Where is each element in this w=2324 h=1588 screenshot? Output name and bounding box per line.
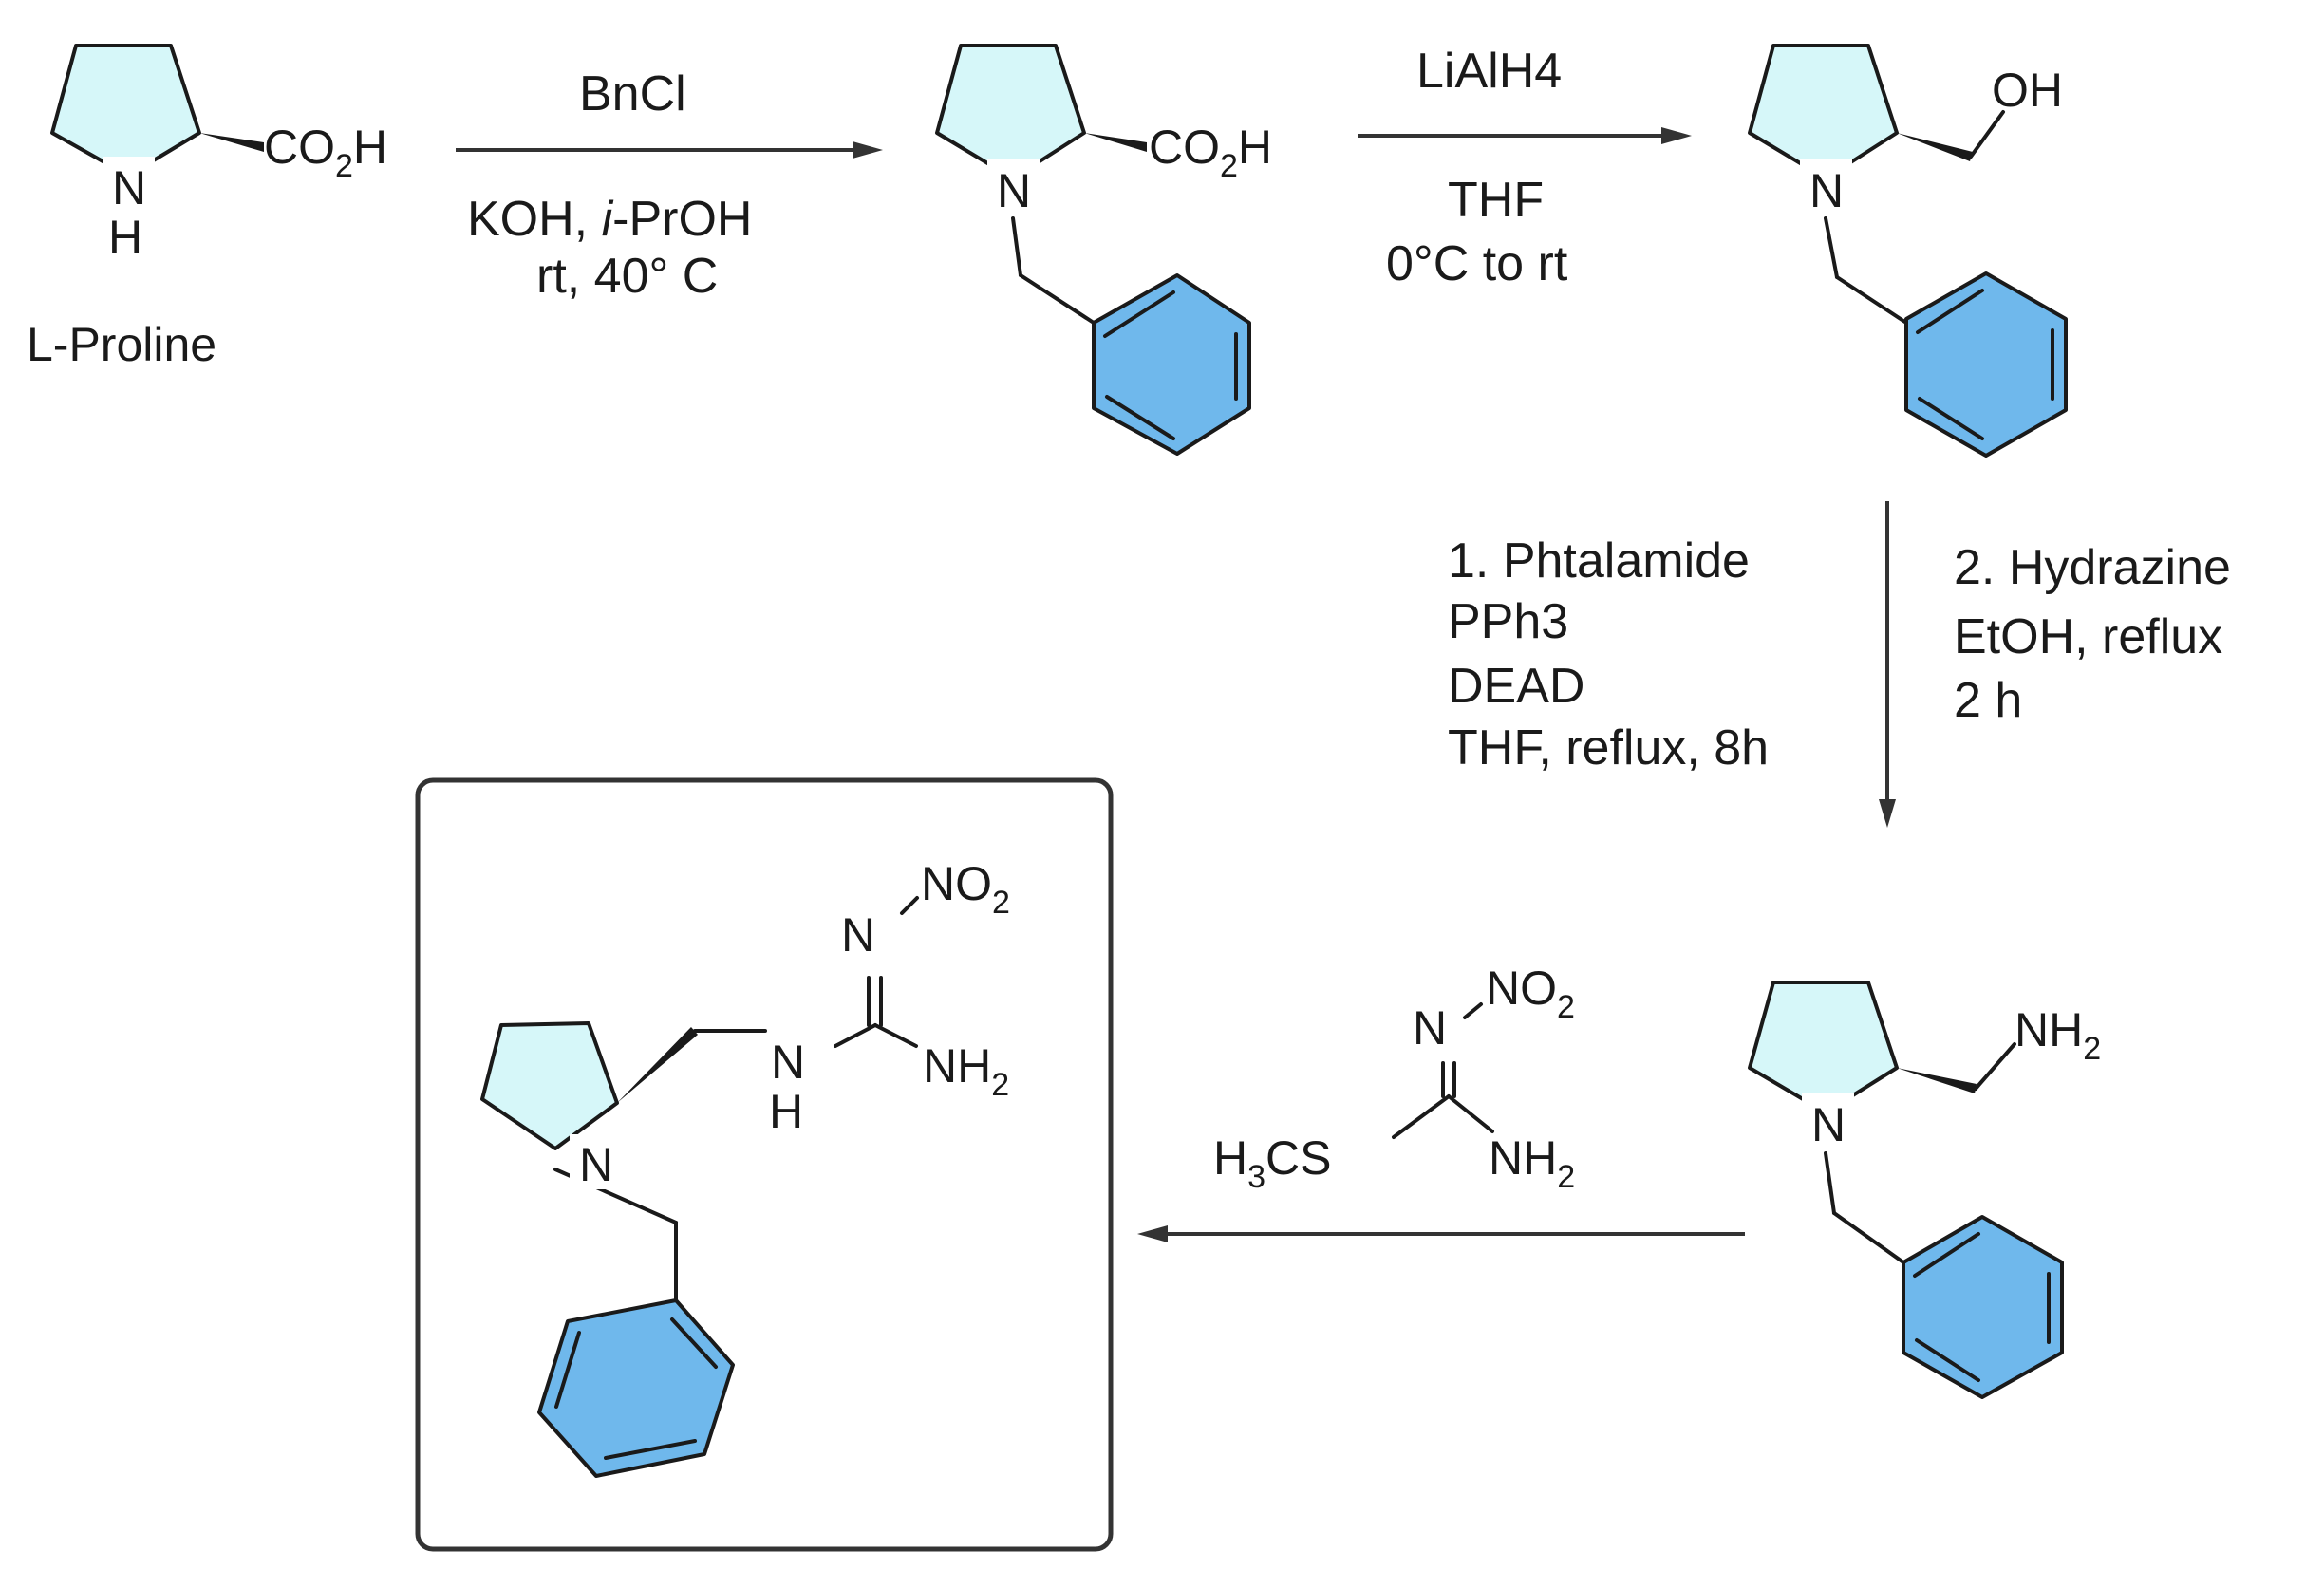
stereo-wedge	[1084, 133, 1147, 152]
step3-condition-1: 1. Phtalamide	[1448, 533, 1750, 588]
step2-reaction-arrow: LiAlH4 THF 0°C to rt	[1358, 44, 1692, 291]
pyrrolidine-ring	[935, 44, 1086, 180]
l-proline-structure: N H CO2H L-Proline	[27, 44, 387, 371]
n-benzyl-prolinol-structure: N OH	[1748, 44, 2068, 458]
nitroguanidine-product-structure: N N H N NO2 NH2	[415, 777, 1114, 1552]
product-imine-n-label: N	[841, 908, 875, 962]
proline-carboxyl-label: CO2H	[264, 121, 387, 184]
step3-condition-7: 2 h	[1954, 673, 2022, 728]
nitro-isothiourea-reagent: N NO2 H3CS NH2	[1213, 962, 1575, 1195]
aminomethyl-pyrrolidine-structure: N NH2	[1748, 981, 2101, 1399]
step2-temperature: 0°C to rt	[1386, 236, 1568, 291]
step3-condition-4: THF, reflux, 8h	[1448, 720, 1769, 775]
benzyl-proline-carboxyl-label: CO2H	[1149, 121, 1272, 184]
benzene-ring	[1902, 1215, 2064, 1399]
amine-n-label: N	[1811, 1098, 1846, 1151]
product-amide-n-label: N	[771, 1036, 805, 1089]
step2-solvent: THF	[1448, 173, 1544, 228]
step1-conditions-line2: rt, 40° C	[536, 249, 718, 304]
step3-condition-2: PPh3	[1448, 594, 1568, 649]
reagent-imine-n-label: N	[1413, 1001, 1447, 1055]
reagent-h3cs-label: H3CS	[1213, 1131, 1332, 1195]
prolinol-oh-label: OH	[1992, 64, 2063, 117]
pyrrolidine-ring	[1748, 981, 1899, 1114]
pyrrolidine-ring	[50, 44, 201, 177]
proline-n-label: N	[112, 161, 146, 215]
step3-condition-3: DEAD	[1448, 659, 1584, 714]
product-ring-n-label: N	[579, 1138, 613, 1191]
n-benzyl-proline-structure: N CO2H	[935, 44, 1272, 456]
stereo-wedge	[1897, 133, 1973, 161]
product-amide-h-label: H	[769, 1085, 803, 1138]
reagent-nh2-label: NH2	[1489, 1131, 1575, 1195]
amine-nh2-label: NH2	[2015, 1003, 2101, 1067]
step3-condition-6: EtOH, reflux	[1954, 609, 2222, 664]
step2-reagent-lialh4: LiAlH4	[1416, 44, 1562, 99]
step3-condition-5: 2. Hydrazine	[1954, 540, 2231, 595]
step3-reaction-arrow: 1. Phtalamide PPh3 DEAD THF, reflux, 8h …	[1448, 501, 2231, 828]
stereo-wedge	[617, 1027, 698, 1103]
step1-reaction-arrow: BnCl KOH, i-PrOH rt, 40° C	[456, 66, 883, 304]
product-no2-label: NO2	[921, 857, 1010, 921]
product-highlight-box	[415, 777, 1114, 1552]
proline-h-label: H	[108, 211, 142, 264]
benzyl-proline-n-label: N	[997, 164, 1031, 217]
reagent-no2-label: NO2	[1486, 962, 1575, 1025]
prolinol-n-label: N	[1809, 164, 1844, 217]
step1-conditions-line1: KOH, i-PrOH	[467, 192, 752, 247]
benzene-ring	[537, 1298, 735, 1478]
step1-reagent-bncl: BnCl	[579, 66, 686, 121]
stereo-wedge	[199, 133, 264, 152]
l-proline-name: L-Proline	[27, 318, 216, 371]
step4-reaction-arrow	[1137, 1225, 1745, 1242]
benzene-ring	[1092, 273, 1251, 456]
benzene-ring	[1904, 271, 2068, 458]
product-nh2-label: NH2	[923, 1039, 1009, 1103]
pyrrolidine-ring	[480, 1021, 619, 1150]
stereo-wedge	[1897, 1068, 1977, 1093]
pyrrolidine-ring	[1748, 44, 1899, 180]
